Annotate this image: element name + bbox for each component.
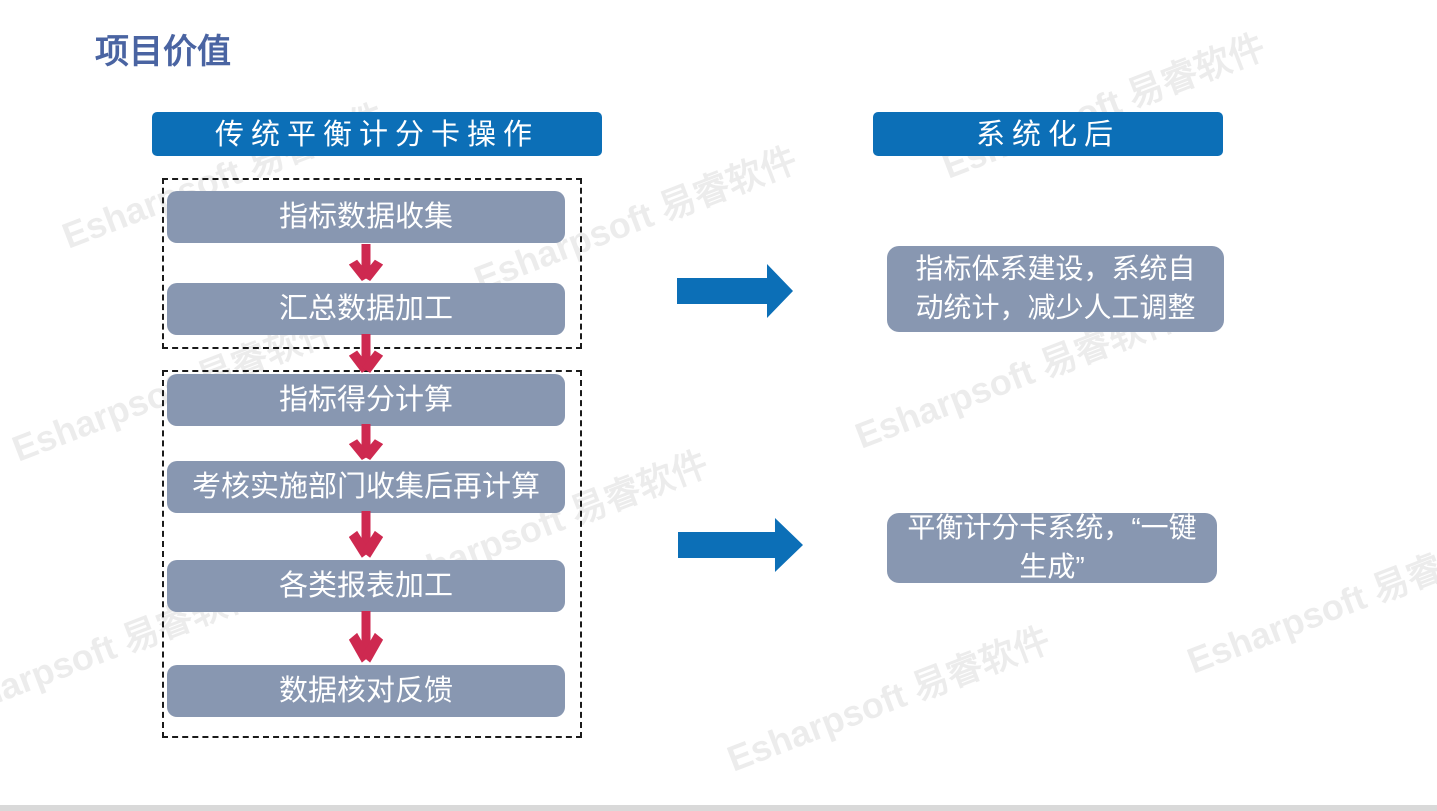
down-arrow-icon: [349, 334, 383, 374]
page-title: 项目价值: [95, 33, 231, 71]
result-box: 指标体系建设，系统自动统计，减少人工调整: [887, 246, 1224, 332]
group-frame-1: [162, 178, 582, 349]
down-arrow-icon: [349, 511, 383, 559]
down-arrow-icon: [349, 611, 383, 664]
group-frame-2: [162, 370, 582, 738]
step-box: 考核实施部门收集后再计算: [167, 461, 565, 513]
watermark: Esharpsoft 易睿软件: [721, 618, 1056, 780]
slide-bottom-edge: [0, 805, 1437, 811]
down-arrow-icon: [349, 244, 383, 282]
step-box: 数据核对反馈: [167, 665, 565, 717]
result-box: 平衡计分卡系统，“一键生成”: [887, 512, 1217, 583]
watermark: Esharpsoft 易睿软件: [1181, 520, 1437, 682]
down-arrow-icon: [349, 424, 383, 461]
step-box: 各类报表加工: [167, 560, 565, 612]
step-box: 指标得分计算: [167, 374, 565, 426]
right-column-header: 系统化后: [873, 112, 1223, 156]
step-box: 指标数据收集: [167, 191, 565, 243]
left-column-header: 传统平衡计分卡操作: [152, 112, 602, 156]
step-box: 汇总数据加工: [167, 283, 565, 335]
right-arrow-icon: [678, 518, 803, 572]
right-arrow-icon: [677, 264, 793, 318]
watermark: Esharpsoft 易睿软件: [936, 25, 1271, 187]
